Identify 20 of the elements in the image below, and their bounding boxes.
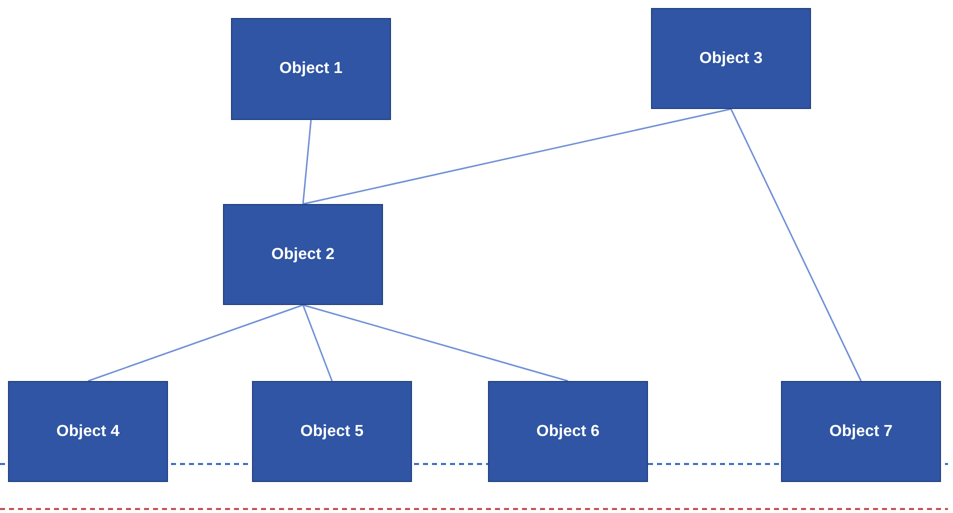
node-label: Object 3 [699,50,763,68]
process-box [223,204,383,305]
connector-line [302,304,333,382]
connector-line [302,108,732,205]
connector-line [88,304,304,382]
process-box [252,381,412,482]
node-label: Object 1 [279,60,343,78]
node-label: Object 2 [271,246,335,264]
process-box [488,381,648,482]
node-label: Object 5 [300,422,364,440]
process-box [8,381,168,482]
node-label: Object 6 [536,422,600,440]
connector-line [302,120,312,204]
connector-line [730,108,862,382]
connector-line [302,304,568,382]
process-box [781,381,941,482]
process-box [651,8,811,109]
node-label: Object 4 [56,422,120,440]
process-box [231,18,391,120]
node-label: Object 7 [829,422,893,440]
